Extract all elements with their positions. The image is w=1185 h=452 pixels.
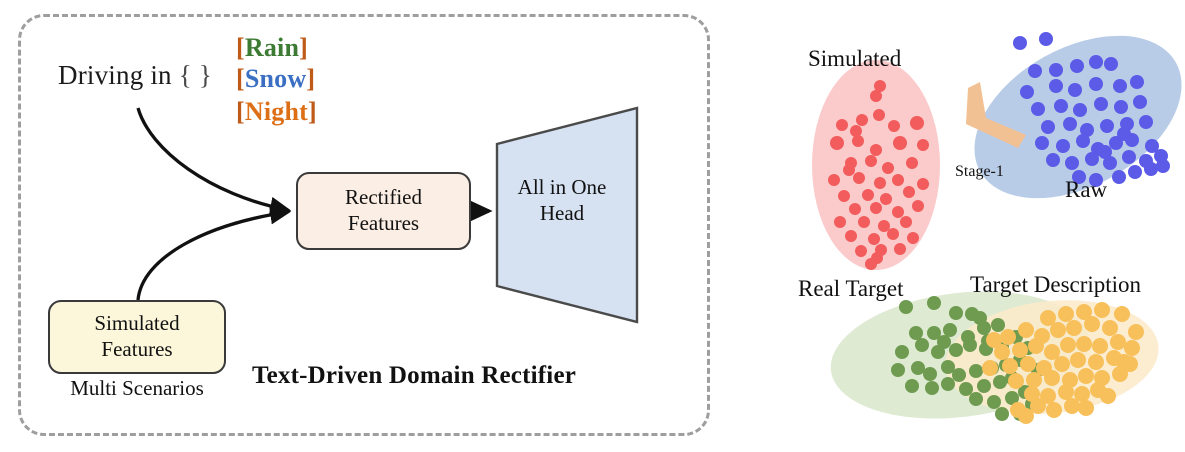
- cluster-label-simulated: Simulated: [808, 46, 902, 71]
- text-driven-domain-rectifier-panel: [18, 14, 710, 436]
- rectified-features-node: Rectified Features: [296, 172, 471, 250]
- token-snow-label: Snow: [244, 64, 307, 93]
- simulated-features-line1: Simulated: [94, 311, 180, 336]
- prompt-prefix: Driving in: [58, 60, 179, 90]
- simulated-features-node: Simulated Features: [48, 300, 226, 374]
- stage-1-label: Stage-1: [955, 163, 1004, 180]
- bracket-close-icon: ]: [306, 64, 316, 93]
- token-snow: [Snow]: [236, 64, 315, 94]
- cluster-raw-points: [1013, 32, 1170, 187]
- prompt-braces: { }: [178, 60, 212, 90]
- token-night: [Night]: [236, 97, 317, 127]
- cluster-simulated-points: [828, 80, 929, 270]
- domain-distribution-panel: Simulated Raw Real Target Target Descrip…: [780, 0, 1185, 452]
- multi-scenarios-label: Multi Scenarios: [70, 376, 204, 400]
- cluster-label-raw: Raw: [1065, 177, 1108, 202]
- bracket-open-icon: [: [236, 97, 245, 126]
- cluster-target-description-points: [982, 302, 1144, 424]
- token-night-label: Night: [244, 97, 308, 126]
- token-rain-label: Rain: [244, 33, 300, 62]
- bracket-open-icon: [: [236, 64, 245, 93]
- distribution-scatter: [812, 32, 1182, 424]
- stage-1-arrow-icon: [966, 82, 1026, 148]
- all-in-one-head-node: All in One Head: [497, 175, 627, 226]
- panel-caption: Text-Driven Domain Rectifier: [252, 362, 577, 389]
- bracket-close-icon: ]: [299, 33, 308, 62]
- simulated-features-line2: Features: [101, 337, 173, 361]
- bracket-close-icon: ]: [307, 97, 317, 126]
- token-rain: [Rain]: [236, 33, 308, 63]
- cluster-label-target-description: Target Description: [970, 272, 1142, 297]
- head-line2: Head: [539, 200, 585, 225]
- rectified-features-line1: Rectified: [345, 185, 422, 210]
- bracket-open-icon: [: [236, 33, 245, 62]
- cluster-label-real-target: Real Target: [798, 276, 904, 301]
- rectified-features-line2: Features: [347, 211, 420, 235]
- head-line1: All in One: [517, 175, 607, 199]
- prompt-template-text: Driving in { }: [58, 60, 212, 91]
- all-in-one-head-shape: [493, 104, 641, 326]
